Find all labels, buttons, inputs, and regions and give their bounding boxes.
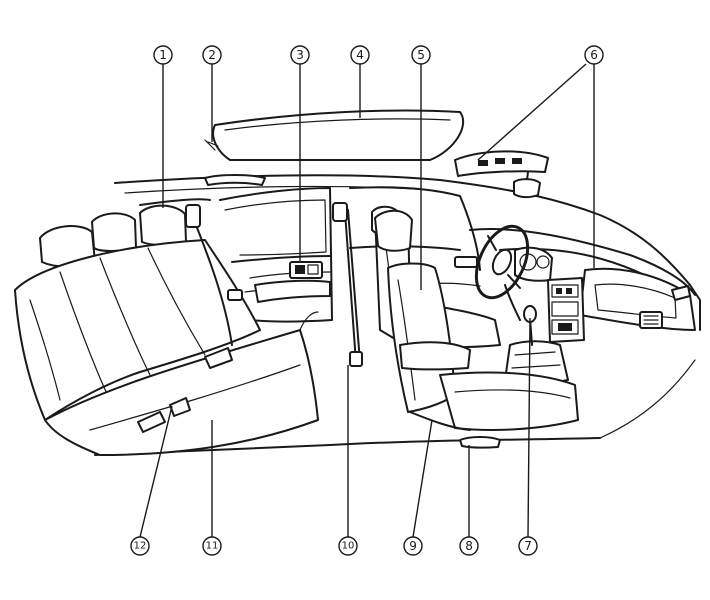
callout-9-number: 9 [409,539,417,553]
callout-2-ring [202,45,222,65]
leader-9 [412,419,433,538]
rear-seat [14,204,319,456]
callout-4: 4 [350,45,370,65]
callout-3-ring [290,45,310,65]
callout-5-number: 5 [417,48,425,62]
center-pillar-belt [332,202,363,367]
callout-7-ring [518,536,538,556]
overhead-console [454,150,549,199]
callout-1-number: 1 [159,48,167,62]
callout-2-number: 2 [208,48,216,62]
callout-6-ring [584,45,604,65]
callout-1-ring [153,45,173,65]
callout-11: 11 [202,536,222,556]
callout-7-number: 7 [524,539,532,553]
callout-12-ring [130,536,150,556]
callout-1: 1 [153,45,173,65]
callout-10: 10 [338,536,358,556]
sunroof [204,109,465,162]
leader-lines [139,63,595,538]
callout-12: 12 [130,536,150,556]
callout-6: 6 [584,45,604,65]
callout-4-ring [350,45,370,65]
rear-door [219,187,333,323]
power-window-switch [289,261,323,279]
leader-6a [477,63,587,161]
callout-11-ring [202,536,222,556]
callout-5-ring [411,45,431,65]
callout-5: 5 [411,45,431,65]
callout-8: 8 [459,536,479,556]
front-seat-near [374,209,579,449]
leader-7 [527,317,531,538]
callout-3: 3 [290,45,310,65]
callouts: 1 2 3 4 5 6 7 8 [130,45,604,556]
callout-2: 2 [202,45,222,65]
steering-wheel [474,224,530,321]
callout-10-ring [338,536,358,556]
grab-handle [204,174,266,186]
callout-9-ring [403,536,423,556]
dashboard [469,228,696,343]
callout-9: 9 [403,536,423,556]
callout-8-number: 8 [465,539,473,553]
callout-6-number: 6 [590,48,598,62]
callout-7: 7 [518,536,538,556]
callout-12-number: 12 [134,541,147,552]
callout-8-ring [459,536,479,556]
leader-12 [139,405,173,538]
callout-3-number: 3 [296,48,304,62]
callout-4-number: 4 [356,48,364,62]
callout-11-number: 11 [206,541,219,552]
callout-10-number: 10 [342,541,355,552]
